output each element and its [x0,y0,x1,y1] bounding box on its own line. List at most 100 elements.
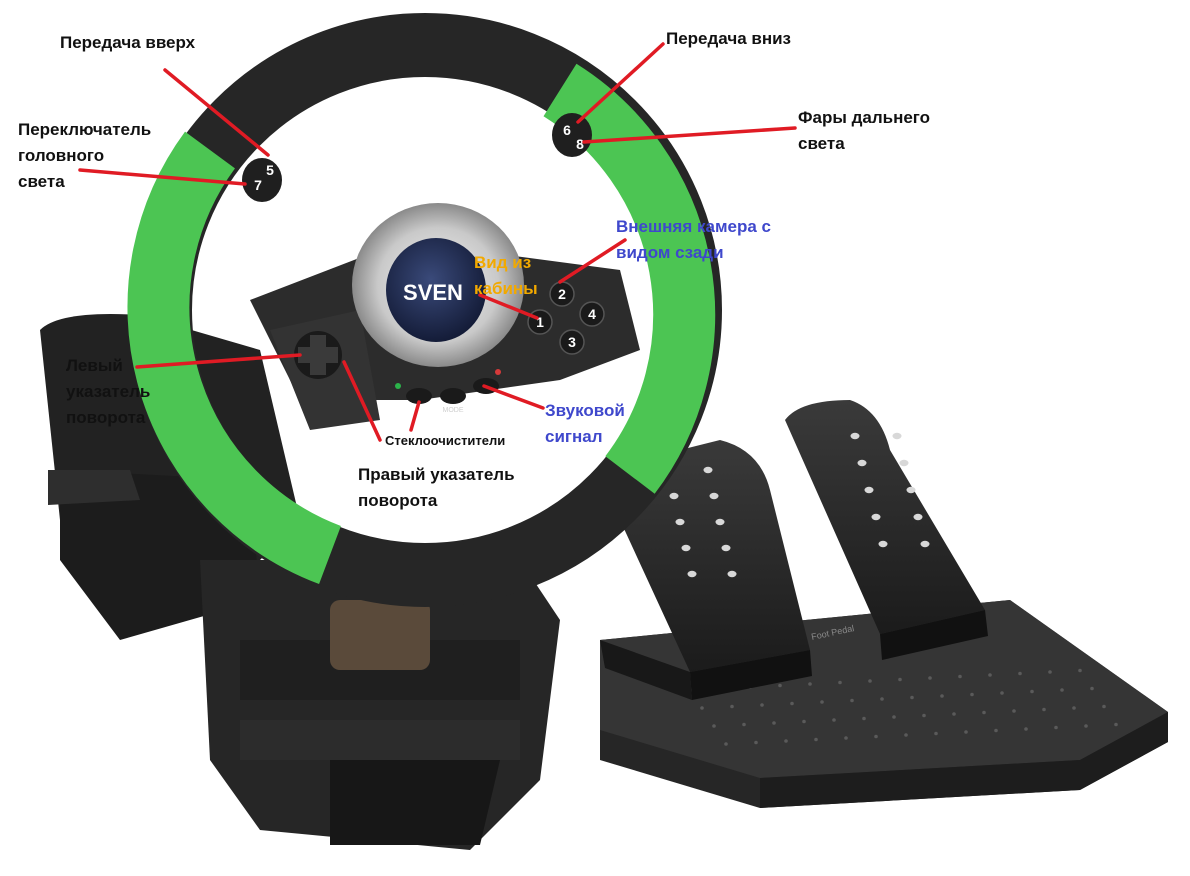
pointer-wipers [409,400,421,432]
base-dot [724,742,728,746]
base-dot [1054,725,1058,730]
base-dot [958,674,962,679]
base-dot [1048,670,1052,674]
brand-logo: SVEN [403,280,463,305]
label-line: сигнал [545,427,603,446]
pedal-hole [864,486,874,494]
base-dot [1102,704,1106,709]
brake-pedal [600,440,812,700]
label-gear-up: Передача вверх [60,30,195,56]
pedal-hole [850,432,860,440]
label-cockpit-view: Вид из кабины [474,250,538,302]
face-button-label: 2 [558,286,566,302]
shift-paddle-left [242,158,282,202]
base-dot [712,724,716,728]
pointer-horn [482,384,545,410]
base-dot [700,706,704,710]
label-line: Передача вверх [60,33,196,52]
base-dot [1024,727,1028,731]
base-dot [820,700,824,704]
base-dot [904,733,908,737]
base-dot [808,682,812,686]
wheel-grip-right [543,63,716,494]
base-dot [868,679,872,683]
face-button-label: 4 [588,306,596,322]
wheel-hub-logo-plate [386,238,486,342]
base-dot [1078,668,1082,673]
base-dot [730,704,734,709]
face-button-label: 3 [568,334,576,350]
base-dot [832,718,836,722]
base-dot [874,734,878,739]
base-dot [928,676,932,680]
base-dot [802,719,806,724]
pedal-hole [721,544,731,552]
label-rear-camera: Внешняя камера с видом сзади [616,214,771,266]
pedal-hole [913,513,923,521]
base-dot [910,695,914,700]
base-dot [964,730,968,734]
label-high-beam: Фары дальнего света [798,105,930,157]
pedal-hole [871,513,881,521]
base-dot [952,712,956,716]
pedal-hole [687,570,697,578]
base-dot [934,731,938,736]
base-dot [760,703,764,707]
face-button-3: 3 [559,329,585,355]
label-line: поворота [358,491,438,510]
label-line: Внешняя камера с [616,217,772,236]
label-line: головного [18,146,105,165]
label-line: Левый [66,356,123,375]
pointer-high-beam [582,126,797,144]
label-line: кабины [474,279,538,298]
label-line: Фары дальнего [798,108,931,127]
label-line: указатель [66,382,151,401]
base-dot [1072,706,1076,710]
pointer-cockpit-view [478,293,539,320]
pointer-headlight-switch [78,168,247,186]
pointer-right-turn [342,360,382,442]
base-dot [772,721,776,725]
base-dot [994,728,998,733]
base-dot [1018,671,1022,676]
pedal-hole [727,570,737,578]
face-button-1: 1 [527,309,553,335]
pedal-hole [906,486,916,494]
annotation-pointers [78,42,797,442]
pedal-hole [920,540,930,548]
base-dot [988,673,992,677]
base-dot [1000,691,1004,695]
face-button-label: 1 [536,314,544,330]
base-dot [778,683,782,688]
pointer-gear-up [163,68,270,157]
pedal-hole [899,459,909,467]
pedal-hole [878,540,888,548]
pointer-left-turn [135,353,302,369]
pedal-hole [715,518,725,526]
wheel-grip-left [127,131,342,584]
base-dot [862,716,866,721]
gas-pedal [785,400,988,660]
label-line: Переключатель [18,120,152,139]
label-line: поворота [66,408,146,427]
pedal-hole [892,432,902,440]
pedal-hole [681,544,691,552]
label-line: Вид из [474,253,532,272]
mode-button-label: MODE [443,407,464,414]
label-line: света [18,172,65,191]
label-wipers: Стеклоочистители [385,433,505,449]
shift-paddle-right [552,113,592,157]
paddle-button-8: 8 [576,136,584,152]
paddle-button-5: 5 [266,162,274,178]
base-dot [940,694,944,698]
base-dot [844,736,848,740]
base-dot [784,739,788,743]
base-dot [754,740,758,745]
label-line: Правый указатель [358,465,515,484]
base-dot [814,737,818,742]
base-dot [1042,707,1046,712]
base-dot [922,713,926,718]
label-horn: Звуковой сигнал [545,398,625,450]
base-dot [838,680,842,685]
base-dot [1060,688,1064,692]
